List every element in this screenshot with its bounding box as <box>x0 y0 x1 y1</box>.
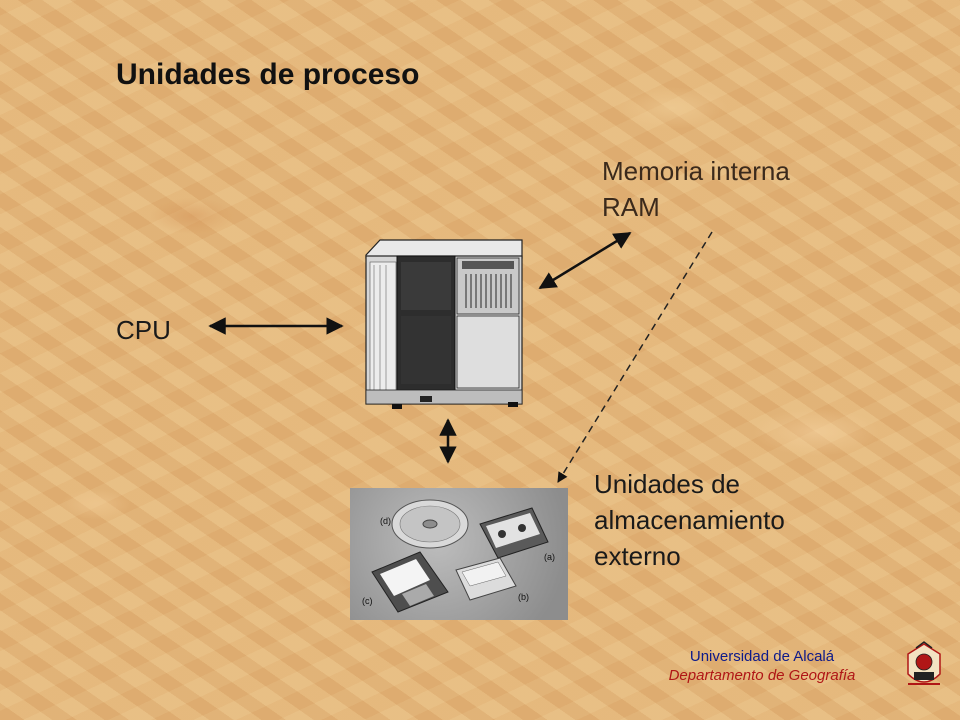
ram-label-line1: Memoria interna <box>602 156 790 186</box>
department-name: Departamento de Geografía <box>668 667 856 684</box>
photo-label-b: (b) <box>518 592 529 602</box>
slide-title: Unidades de proceso <box>116 58 420 91</box>
photo-label-a: (a) <box>544 552 555 562</box>
computer-tower-icon <box>365 239 523 409</box>
dashed-connector <box>557 231 713 483</box>
university-crest-icon <box>907 641 941 685</box>
footer: Universidad de Alcalá Departamento de Ge… <box>667 647 857 685</box>
cpu-label: CPU <box>116 315 171 345</box>
storage-media-photo: (d) (a) (b) (c) <box>350 488 568 620</box>
storage-label: Unidades de almacenamiento externo <box>594 466 785 574</box>
storage-label-line2: almacenamiento <box>594 505 785 535</box>
cd-disc-icon <box>391 499 469 549</box>
storage-label-line1: Unidades de <box>594 469 740 499</box>
tape-box-icon <box>455 557 517 601</box>
university-name: Universidad de Alcalá <box>689 648 835 665</box>
ram-label: Memoria interna RAM <box>602 153 790 225</box>
tape-cartridge-icon <box>479 507 549 559</box>
ram-arrow <box>538 231 632 290</box>
floppy-disk-icon <box>371 551 449 613</box>
ram-label-line2: RAM <box>602 192 660 222</box>
photo-label-d: (d) <box>380 516 391 526</box>
photo-label-c: (c) <box>362 596 373 606</box>
storage-label-line3: externo <box>594 541 681 571</box>
